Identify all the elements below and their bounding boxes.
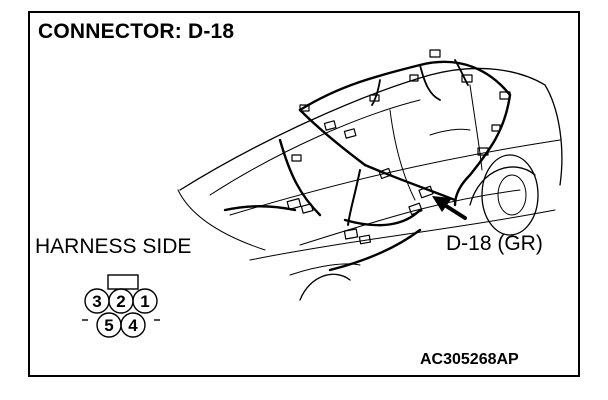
connector-lock-tab — [107, 274, 139, 290]
harness-floor — [343, 208, 422, 227]
pillar-b — [389, 109, 416, 201]
pillar-c — [469, 84, 483, 171]
connector-face: 3 2 1 5 4 — [82, 274, 160, 338]
rear-wheel — [481, 154, 539, 236]
wheel-arch — [469, 166, 536, 206]
diagram-title: CONNECTOR: D-18 — [38, 20, 235, 43]
door-line — [299, 189, 521, 246]
harness-lower — [328, 228, 422, 272]
pin-label-3: 3 — [92, 292, 101, 311]
connector-callout-label: D-18 (GR) — [446, 232, 543, 255]
pin-4 — [120, 312, 146, 338]
rear-body-line — [544, 84, 563, 186]
pin-label-4: 4 — [128, 316, 138, 335]
harness-front — [223, 205, 297, 212]
pin-label-1: 1 — [140, 292, 149, 311]
callout-arrow-head — [432, 196, 452, 212]
harness-center — [347, 169, 361, 226]
figure-reference-code: AC305268AP — [420, 351, 519, 368]
pin-label-2: 2 — [116, 292, 125, 311]
window-frame — [429, 128, 471, 136]
harness-branch-a — [419, 64, 441, 101]
rear-wheel-hub — [497, 174, 527, 216]
roof-line — [179, 67, 546, 191]
harness-dash — [278, 138, 322, 217]
connector-clusters — [286, 49, 511, 245]
harness-side-label: HARNESS SIDE — [35, 235, 192, 258]
front-wheel-arch — [299, 273, 351, 301]
harness-rear — [453, 93, 512, 207]
lower-body-line — [249, 209, 556, 261]
harness-pillar — [298, 108, 367, 167]
bumper-line — [289, 263, 361, 276]
pin-label-5: 5 — [104, 316, 113, 335]
windshield-line — [209, 99, 421, 196]
pin-1 — [132, 288, 158, 314]
harness-side — [363, 163, 457, 202]
diagram-frame — [28, 11, 580, 377]
callout-arrow-shaft — [441, 202, 467, 220]
harness-roof — [298, 60, 512, 112]
front-line — [177, 189, 266, 251]
